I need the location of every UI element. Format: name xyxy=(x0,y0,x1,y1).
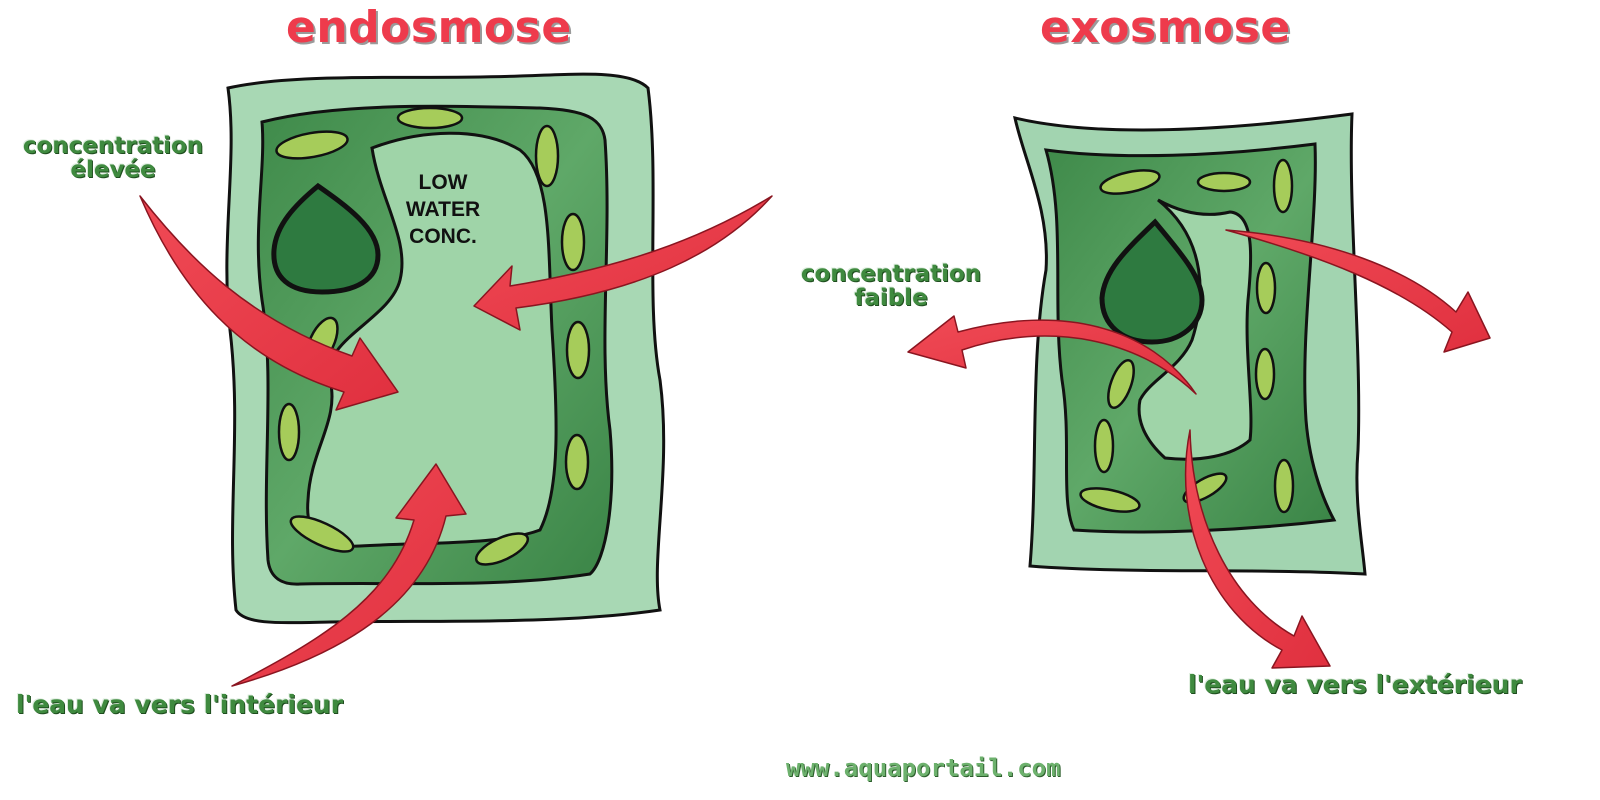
chloroplast xyxy=(1273,458,1295,514)
vacuole xyxy=(1137,198,1253,461)
chloroplast xyxy=(565,320,591,380)
exosmose-cell xyxy=(907,112,1491,669)
chloroplast xyxy=(1099,169,1161,195)
label-low-concentration-line1: concentration xyxy=(800,261,982,287)
label-water-inward: l'eau va vers l'intérieur xyxy=(16,690,344,719)
label-low-water-line1: LOW xyxy=(418,171,468,194)
label-low-concentration: concentration faible xyxy=(780,262,1002,310)
chloroplast xyxy=(474,532,530,566)
label-low-water-line3: CONC. xyxy=(409,224,477,248)
footer-url: www.aquaportail.com xyxy=(786,754,1061,782)
chloroplast xyxy=(564,433,590,491)
chloroplasts xyxy=(1079,158,1295,514)
label-low-water-line2: WATER xyxy=(405,197,481,221)
nucleus xyxy=(271,182,381,295)
title-exosmose: exosmose xyxy=(1040,2,1291,53)
chloroplast xyxy=(1093,418,1115,474)
arrow-in-bottom xyxy=(231,463,467,687)
chloroplast xyxy=(289,515,355,553)
chloroplast xyxy=(534,124,560,188)
arrow-out-left xyxy=(907,315,1197,395)
chloroplast xyxy=(396,106,464,130)
chloroplast xyxy=(1079,487,1141,513)
chloroplast xyxy=(1107,359,1135,409)
chloroplast xyxy=(1254,347,1276,401)
chloroplast xyxy=(277,402,301,462)
outward-arrows xyxy=(907,229,1491,669)
arrow-in-left xyxy=(139,195,399,411)
label-high-concentration-line2: élevée xyxy=(70,157,156,184)
title-endosmose: endosmose xyxy=(286,2,572,53)
label-low-concentration-line2: faible xyxy=(854,285,928,312)
chloroplast xyxy=(1196,171,1252,193)
nucleus xyxy=(1099,218,1205,345)
inward-arrows xyxy=(139,195,773,687)
chloroplast xyxy=(275,130,349,160)
chloroplast xyxy=(1272,158,1294,214)
chloroplast xyxy=(560,212,586,272)
chloroplast xyxy=(1255,261,1277,315)
arrow-out-right xyxy=(1225,229,1491,353)
label-water-outward: l'eau va vers l'extérieur xyxy=(1188,670,1522,699)
endosmose-cell xyxy=(139,72,773,687)
label-high-concentration: concentration élevée xyxy=(2,134,224,182)
label-low-water-conc: LOW WATER CONC. xyxy=(388,170,498,251)
arrow-out-bottom xyxy=(1184,429,1331,669)
arrow-in-right xyxy=(473,195,773,331)
chloroplasts xyxy=(275,106,591,566)
label-high-concentration-line1: concentration xyxy=(22,133,204,159)
